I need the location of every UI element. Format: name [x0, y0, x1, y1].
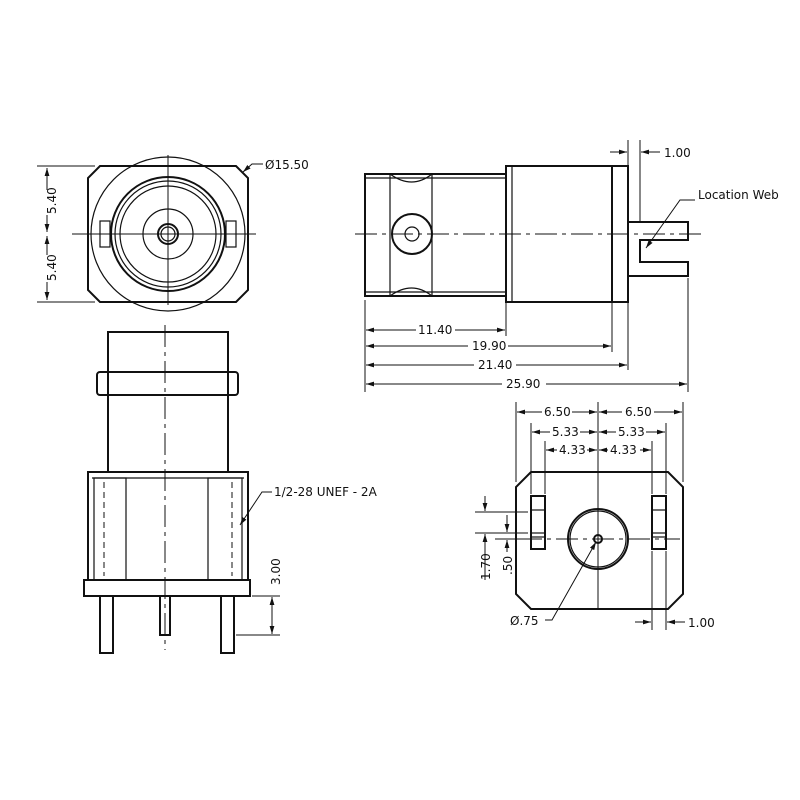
dim-11-40: 11.40 — [418, 323, 452, 337]
dim-side-flange: 1.00 — [664, 146, 691, 160]
dim-21-40: 21.40 — [478, 358, 512, 372]
dim-front-lower: 5.40 — [45, 254, 59, 281]
dim-1-70: 1.70 — [479, 553, 493, 580]
dim-pin-length: 3.00 — [269, 558, 283, 585]
side-view: 1.00 Location Web 11.40 19.90 21.40 25.9… — [355, 140, 779, 392]
dim-4-33-right: 4.33 — [610, 443, 637, 457]
dim-front-upper: 5.40 — [45, 187, 59, 214]
dim-6-50-left: 6.50 — [544, 405, 571, 419]
thread-spec: 1/2-28 UNEF - 2A — [274, 485, 378, 499]
dim-25-90: 25.90 — [506, 377, 540, 391]
bottom-view: 6.50 6.50 5.33 5.33 4.33 4.33 1.70 .50 Ø… — [475, 402, 715, 630]
location-web-label: Location Web — [698, 188, 779, 202]
dim-front-diameter: Ø15.50 — [265, 158, 309, 172]
dim-6-50-right: 6.50 — [625, 405, 652, 419]
dim-4-33-left: 4.33 — [559, 443, 586, 457]
dim-0-50: .50 — [501, 556, 515, 575]
front-view: 5.40 5.40 Ø15.50 — [37, 155, 309, 312]
dim-pin-diameter: Ø.75 — [510, 614, 539, 628]
dim-slot-width: 1.00 — [688, 616, 715, 630]
dim-5-33-left: 5.33 — [552, 425, 579, 439]
dim-19-90: 19.90 — [472, 339, 506, 353]
elevation-view: 1/2-28 UNEF - 2A 3.00 — [83, 325, 378, 654]
dim-5-33-right: 5.33 — [618, 425, 645, 439]
